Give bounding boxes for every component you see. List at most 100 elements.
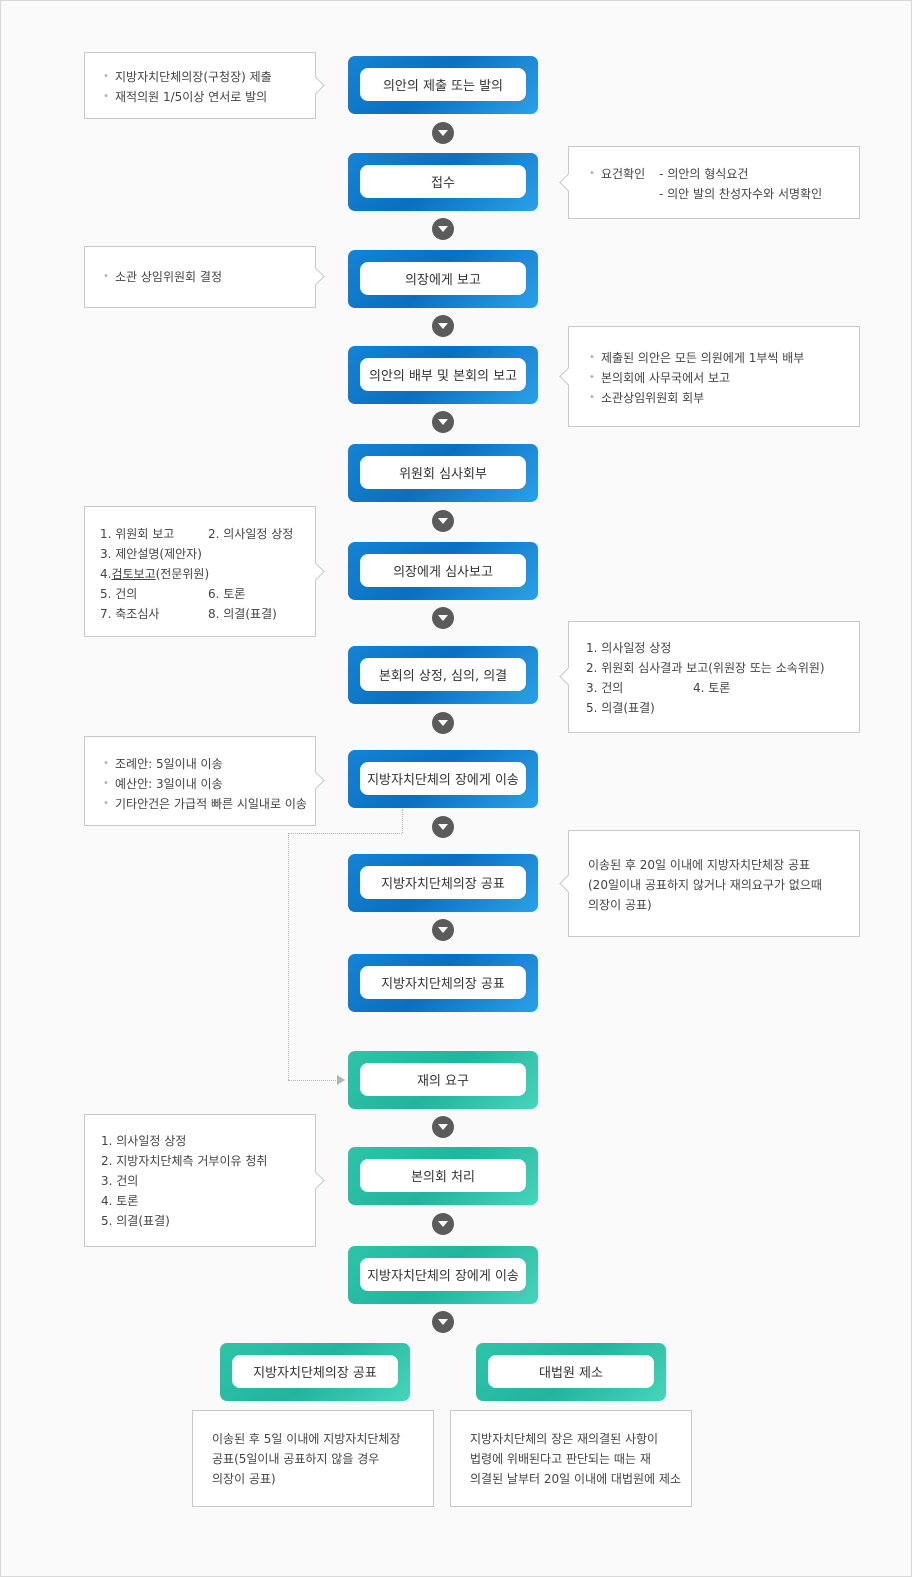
note-plenary-handling: 1. 의사일정 상정 2. 지방자치단체측 거부이유 청취 3. 건의 4. 토…: [84, 1114, 325, 1247]
note-item: 4.: [100, 567, 112, 581]
note-distribution: 제출된 의안은 모든 의원에게 1부씩 배부 본의회에 사무국에서 보고 소관상…: [559, 326, 860, 427]
arrow-down-icon: [432, 919, 454, 941]
step-report-to-chair: 의장에게 보고: [348, 250, 538, 308]
arrow-down-icon: [432, 1213, 454, 1235]
step-label: 의안의 제출 또는 발의: [360, 68, 526, 101]
note-item: 법령에 위배된다고 판단되는 때는 재: [470, 1452, 651, 1466]
connector-line: [288, 833, 289, 1080]
note-item: 1. 위원회 보고: [100, 527, 175, 541]
caret-icon: [559, 873, 578, 893]
step-label: 지방자치단체의장 공표: [232, 1355, 398, 1388]
note-item: 지방자치단체의장(구청장) 제출: [101, 67, 315, 87]
note-item: 5. 건의: [100, 587, 138, 601]
arrow-down-icon: [432, 218, 454, 240]
note-item: (20일이내 공표하지 않거나 재의요구가 없으때: [588, 878, 822, 892]
note-receipt: 요건확인 - 의안의 형식요건 - 의안 발의 찬성자수와 서명확인: [559, 146, 860, 219]
note-item: 1. 의사일정 상정: [101, 1134, 187, 1148]
note-item: 8. 의결(표결): [208, 607, 277, 621]
note-submission: 지방자치단체의장(구청장) 제출 재적의원 1/5이상 연서로 발의: [84, 52, 325, 119]
note-item: 의장이 공표): [588, 898, 652, 912]
step-label: 의장에게 보고: [360, 262, 526, 295]
note-item: 7. 축조심사: [100, 607, 160, 621]
step-label: 본회의 상정, 심의, 의결: [360, 658, 526, 691]
note-transfer-deadlines: 조례안: 5일이내 이송 예산안: 3일이내 이송 기타안건은 가급적 빠른 시…: [84, 736, 325, 826]
step-label: 의장에게 심사보고: [360, 554, 526, 587]
step-transfer-to-head: 지방자치단체의 장에게 이송: [348, 750, 538, 808]
connector-line: [288, 833, 402, 834]
step-label: 의안의 배부 및 본회의 보고: [360, 358, 526, 391]
note-plenary-items: 1. 의사일정 상정 2. 위원회 심사결과 보고(위원장 또는 소속위원) 3…: [559, 621, 860, 733]
step-label: 재의 요구: [360, 1063, 526, 1096]
arrow-down-icon: [432, 1116, 454, 1138]
note-item: 제출된 의안은 모든 의원에게 1부씩 배부: [587, 348, 859, 368]
note-item: 소관 상임위원회 결정: [101, 267, 315, 287]
arrow-down-icon: [432, 411, 454, 433]
step-promulgation-2: 지방자치단체의장 공표: [220, 1343, 410, 1401]
note-promulgation: 이송된 후 20일 이내에 지방자치단체장 공표 (20일이내 공표하지 않거나…: [559, 830, 860, 937]
note-item: 1. 의사일정 상정: [586, 641, 672, 655]
note-review-items: 1. 위원회 보고 2. 의사일정 상정 3. 제안설명(제안자) 4. 검토보고…: [84, 506, 325, 637]
caret-icon: [559, 366, 578, 386]
caret-icon: [559, 172, 578, 192]
step-promulgation-final: 지방자치단체의장 공표: [348, 954, 538, 1012]
step-label: 지방자치단체의 장에게 이송: [360, 1258, 526, 1291]
note-item: 이송된 후 20일 이내에 지방자치단체장 공표: [588, 858, 811, 872]
step-reconsideration-request: 재의 요구: [348, 1051, 538, 1109]
note-item: 5. 의결(표결): [586, 701, 655, 715]
arrow-down-icon: [432, 712, 454, 734]
step-label: 지방자치단체의장 공표: [360, 966, 526, 999]
note-item: 4. 토론: [101, 1194, 139, 1208]
note-item: 2. 의사일정 상정: [208, 527, 294, 541]
arrow-down-icon: [432, 315, 454, 337]
note-item: 이송된 후 5일 이내에 지방자치단체장: [212, 1432, 401, 1446]
note-item-underlined: 검토보고: [111, 567, 156, 581]
note-item: 공표(5일이내 공표하지 않을 경우: [212, 1452, 380, 1466]
step-label: 대법원 제소: [488, 1355, 654, 1388]
step-label: 지방자치단체의 장에게 이송: [360, 762, 526, 795]
note-item: 본의회에 사무국에서 보고: [587, 368, 859, 388]
step-label: 본의회 처리: [360, 1159, 526, 1192]
note-item: 3. 제안설명(제안자): [100, 547, 202, 561]
note-item: 재적의원 1/5이상 연서로 발의: [101, 87, 315, 107]
step-label: 위원회 심사회부: [360, 456, 526, 489]
arrow-down-icon: [432, 1311, 454, 1333]
note-item: 3. 건의: [101, 1174, 139, 1188]
note-item: 5. 의결(표결): [101, 1214, 170, 1228]
step-plenary-vote: 본회의 상정, 심의, 의결: [348, 646, 538, 704]
note-item: 지방자치단체의 장은 재의결된 사항이: [470, 1432, 659, 1446]
step-plenary-handling: 본의회 처리: [348, 1147, 538, 1205]
note-item: 4. 토론: [693, 681, 731, 695]
note-item: 요건확인 - 의안의 형식요건: [587, 164, 859, 184]
step-supreme-court-suit: 대법원 제소: [476, 1343, 666, 1401]
connector-line: [288, 1080, 338, 1081]
note-item: 기타안건은 가급적 빠른 시일내로 이송: [101, 794, 315, 814]
note-label: 요건확인: [601, 167, 646, 181]
note-item: 3. 건의: [586, 681, 624, 695]
note-item: 2. 위원회 심사결과 보고(위원장 또는 소속위원): [586, 661, 825, 675]
connector-line: [402, 809, 403, 833]
arrow-down-icon: [432, 816, 454, 838]
note-chair-report: 소관 상임위원회 결정: [84, 246, 325, 308]
step-committee-referral: 위원회 심사회부: [348, 444, 538, 502]
arrow-down-icon: [432, 607, 454, 629]
step-label: 지방자치단체의장 공표: [360, 866, 526, 899]
step-review-report: 의장에게 심사보고: [348, 542, 538, 600]
note-item: (전문위원): [155, 567, 210, 581]
arrowhead-icon: [337, 1075, 345, 1085]
note-promulgation-2: 이송된 후 5일 이내에 지방자치단체장 공표(5일이내 공표하지 않을 경우 …: [192, 1410, 434, 1507]
note-item: - 의안 발의 찬성자수와 서명확인: [659, 187, 823, 201]
note-item: 6. 토론: [208, 587, 246, 601]
note-text: - 의안의 형식요건: [659, 167, 749, 181]
note-supreme-court: 지방자치단체의 장은 재의결된 사항이 법령에 위배된다고 판단되는 때는 재 …: [450, 1410, 692, 1507]
note-item: 예산안: 3일이내 이송: [101, 774, 315, 794]
step-transfer-to-head-2: 지방자치단체의 장에게 이송: [348, 1246, 538, 1304]
arrow-down-icon: [432, 122, 454, 144]
step-receipt: 접수: [348, 153, 538, 211]
note-item: 의장이 공표): [212, 1472, 276, 1486]
note-item: 조례안: 5일이내 이송: [101, 754, 315, 774]
step-distribution-report: 의안의 배부 및 본회의 보고: [348, 346, 538, 404]
note-item: 2. 지방자치단체측 거부이유 청취: [101, 1154, 268, 1168]
step-bill-submission: 의안의 제출 또는 발의: [348, 56, 538, 114]
step-promulgation: 지방자치단체의장 공표: [348, 854, 538, 912]
